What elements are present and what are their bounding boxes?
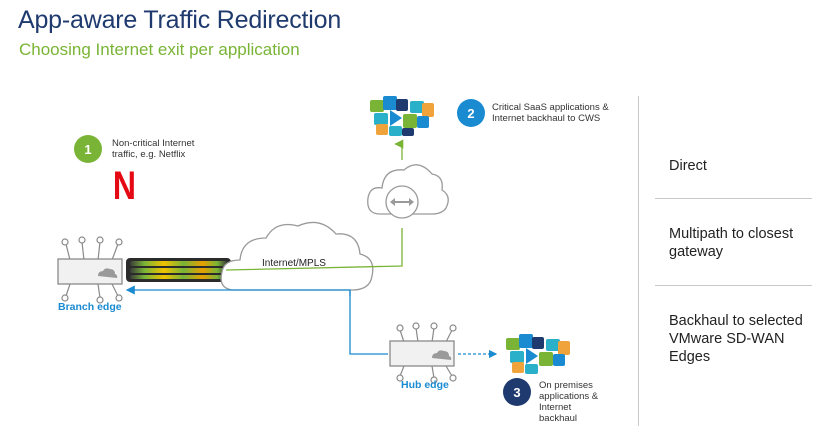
panel-divider (638, 96, 639, 426)
branch-edge-label: Branch edge (58, 301, 122, 313)
badge-1: 1 (74, 135, 102, 163)
badge-3: 3 (503, 378, 531, 406)
hub-edge-device (389, 322, 457, 384)
path-to-cws (225, 228, 403, 271)
separator (655, 285, 812, 286)
hub-edge-label: Hub edge (401, 379, 449, 391)
badge-2-text: Critical SaaS applications & Internet ba… (492, 102, 609, 124)
badge-2: 2 (457, 99, 485, 127)
page-subtitle: Choosing Internet exit per application (19, 40, 300, 59)
onprem-apps-icon (506, 334, 570, 374)
path-backhaul (125, 285, 351, 296)
option-multipath: Multipath to closest gateway (669, 226, 794, 260)
cloud-label: Internet/MPLS (262, 258, 326, 269)
badge-1-text: Non-critical Internet traffic, e.g. Netf… (112, 138, 195, 160)
option-backhaul: Backhaul to selected VMware SD-WAN Edges (669, 313, 803, 365)
overlay-tunnels (126, 258, 231, 282)
branch-edge-device (57, 236, 123, 304)
cws-gateway-cloud (367, 164, 449, 219)
page-title: App-aware Traffic Redirection (18, 6, 342, 34)
separator (655, 198, 812, 199)
option-direct: Direct (669, 158, 707, 174)
badge-3-text: On premises applications & Internet back… (539, 380, 599, 424)
saas-apps-icon (370, 96, 434, 136)
netflix-logo: N (112, 164, 137, 208)
path-to-hub (349, 290, 388, 355)
internet-mpls-cloud (220, 221, 374, 291)
